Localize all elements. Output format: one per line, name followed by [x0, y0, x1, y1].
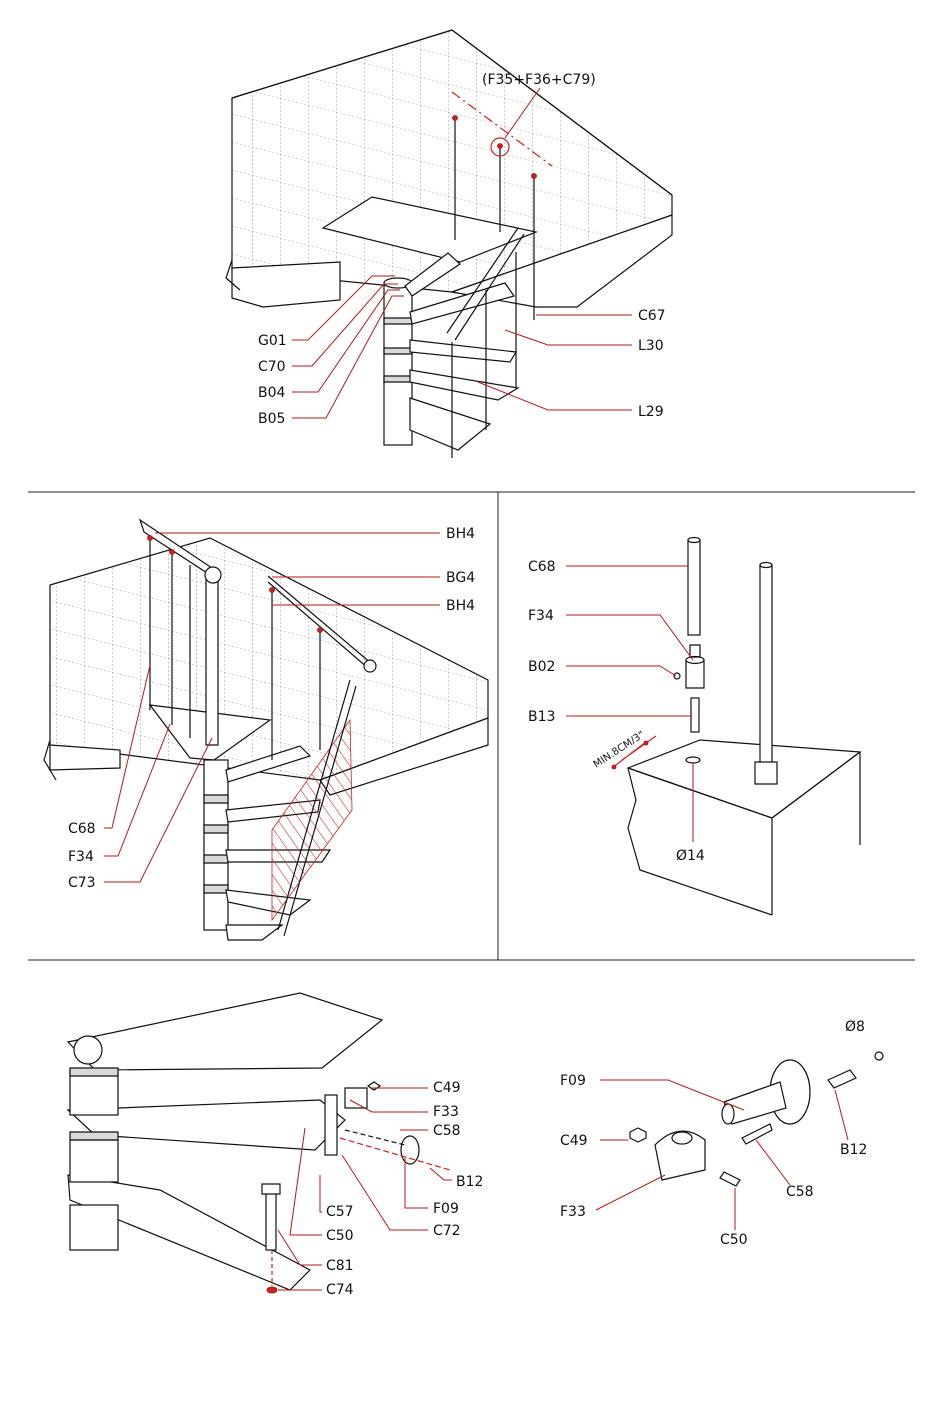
label-f34: F34 [68, 849, 94, 865]
label-c74: C74 [326, 1282, 354, 1298]
panel4-wall-bracket-assembly: C49 F33 C58 B12 F09 C72 C57 C50 C81 C74 [68, 993, 483, 1298]
label-c50-detail: C50 [720, 1232, 748, 1248]
panel5-bracket-parts-detail: Ø8 F09 C49 B12 C58 F33 C50 [560, 1019, 883, 1248]
label-c67: C67 [638, 308, 666, 324]
label-g01: G01 [258, 333, 287, 349]
label-l30: L30 [638, 338, 664, 354]
label-b12: B12 [456, 1174, 483, 1190]
label-b12-detail: B12 [840, 1142, 867, 1158]
label-c72: C72 [433, 1223, 461, 1239]
label-f34-detail: F34 [528, 608, 554, 624]
label-c58: C58 [433, 1123, 461, 1139]
label-f09: F09 [433, 1201, 459, 1217]
label-f33: F33 [433, 1104, 459, 1120]
label-f33-detail: F33 [560, 1204, 586, 1220]
label-c58-detail: C58 [786, 1184, 814, 1200]
label-c49-detail: C49 [560, 1133, 588, 1149]
label-bg4: BG4 [446, 570, 475, 586]
label-c49: C49 [433, 1080, 461, 1096]
label-c68-detail: C68 [528, 559, 556, 575]
label-c68: C68 [68, 821, 96, 837]
panel1-staircase-overview: (F35+F36+C79) G01 C70 B04 B05 C67 L30 L2… [226, 30, 672, 458]
label-c70: C70 [258, 359, 286, 375]
label-bh4-bottom: BH4 [446, 598, 475, 614]
label-b13: B13 [528, 709, 555, 725]
label-b04: B04 [258, 385, 286, 401]
panel2-handrail-assembly: BH4 BG4 BH4 C68 F34 C73 [44, 520, 488, 940]
label-l29: L29 [638, 404, 664, 420]
label-bh4-top: BH4 [446, 526, 475, 542]
panel1-callout: (F35+F36+C79) [482, 72, 596, 88]
label-c50: C50 [326, 1228, 354, 1244]
label-d8: Ø8 [845, 1019, 865, 1035]
panel3-post-fixing-detail: MIN.8CM/3" C68 F34 B02 B13 Ø14 [528, 538, 860, 916]
label-f09-detail: F09 [560, 1073, 586, 1089]
label-b02: B02 [528, 659, 555, 675]
label-c73: C73 [68, 875, 96, 891]
label-c81: C81 [326, 1258, 354, 1274]
label-c57: C57 [326, 1204, 354, 1220]
hole-diameter-label: Ø14 [676, 848, 705, 864]
label-b05: B05 [258, 411, 285, 427]
